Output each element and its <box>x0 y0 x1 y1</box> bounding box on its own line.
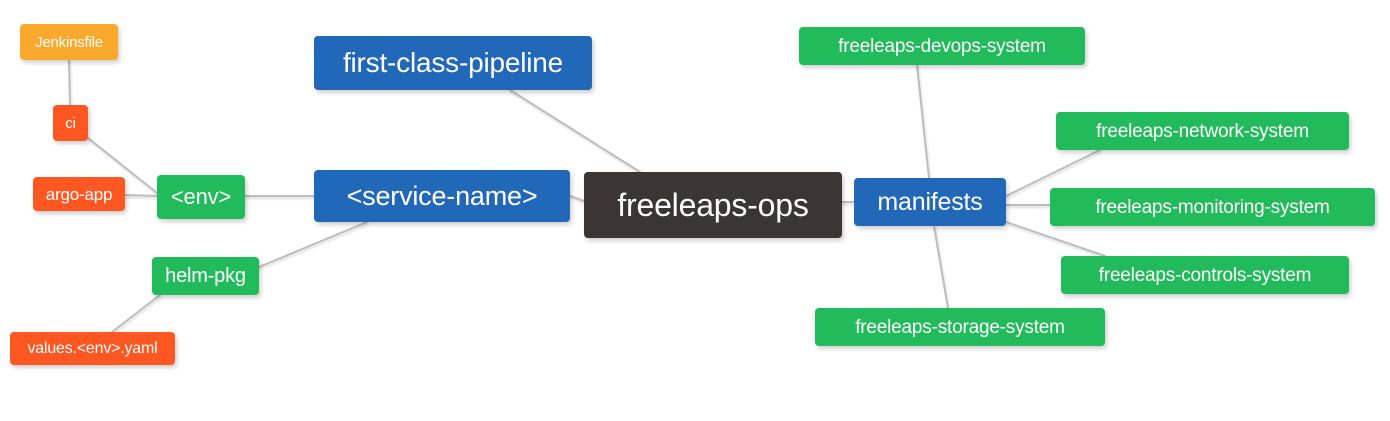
edge-first-class-pipeline-to-freeleaps-ops <box>509 89 641 173</box>
node-freeleaps-devops-system[interactable]: freeleaps-devops-system <box>799 27 1085 65</box>
node-label-freeleaps-monitoring-system: freeleaps-monitoring-system <box>1095 196 1330 218</box>
node-argo-app[interactable]: argo-app <box>33 177 125 211</box>
node-freeleaps-network-system[interactable]: freeleaps-network-system <box>1056 112 1349 150</box>
node-label-freeleaps-ops: freeleaps-ops <box>617 187 809 223</box>
edge-manifests-to-freeleaps-storage-system <box>933 225 949 309</box>
node-freeleaps-monitoring-system[interactable]: freeleaps-monitoring-system <box>1050 188 1375 226</box>
node-label-manifests: manifests <box>877 187 983 216</box>
node-freeleaps-storage-system[interactable]: freeleaps-storage-system <box>815 308 1105 346</box>
edge-service-name-to-freeleaps-ops <box>569 195 585 202</box>
node-label-first-class-pipeline: first-class-pipeline <box>342 47 564 78</box>
node-first-class-pipeline[interactable]: first-class-pipeline <box>314 36 592 90</box>
node-label-jenkinsfile: Jenkinsfile <box>35 33 103 51</box>
node-manifests[interactable]: manifests <box>854 178 1006 226</box>
edge-argo-app-to-env <box>124 194 158 197</box>
node-values-env-yaml[interactable]: values.<env>.yaml <box>10 332 175 365</box>
node-label-helm-pkg: helm-pkg <box>165 265 246 287</box>
node-ci[interactable]: ci <box>53 105 88 141</box>
node-label-env: <env> <box>170 184 232 209</box>
node-freeleaps-controls-system[interactable]: freeleaps-controls-system <box>1061 256 1349 294</box>
node-service-name[interactable]: <service-name> <box>314 170 570 222</box>
edge-jenkinsfile-to-ci <box>68 59 71 106</box>
edge-manifests-to-freeleaps-controls-system <box>1005 221 1106 257</box>
node-label-values-env-yaml: values.<env>.yaml <box>27 339 158 357</box>
node-label-freeleaps-controls-system: freeleaps-controls-system <box>1098 264 1312 286</box>
node-jenkinsfile[interactable]: Jenkinsfile <box>20 24 118 60</box>
node-label-ci: ci <box>65 114 76 132</box>
node-label-service-name: <service-name> <box>346 180 538 211</box>
node-label-freeleaps-devops-system: freeleaps-devops-system <box>838 35 1046 57</box>
node-freeleaps-ops[interactable]: freeleaps-ops <box>584 172 842 238</box>
edge-manifests-to-freeleaps-devops-system <box>916 64 930 179</box>
node-label-argo-app: argo-app <box>45 184 113 204</box>
node-label-freeleaps-storage-system: freeleaps-storage-system <box>855 316 1065 338</box>
node-env[interactable]: <env> <box>157 175 245 219</box>
edge-service-name-to-helm-pkg <box>258 221 368 268</box>
node-helm-pkg[interactable]: helm-pkg <box>152 257 259 295</box>
node-label-freeleaps-network-system: freeleaps-network-system <box>1096 120 1309 142</box>
edge-helm-pkg-to-values-env-yaml <box>111 294 161 333</box>
